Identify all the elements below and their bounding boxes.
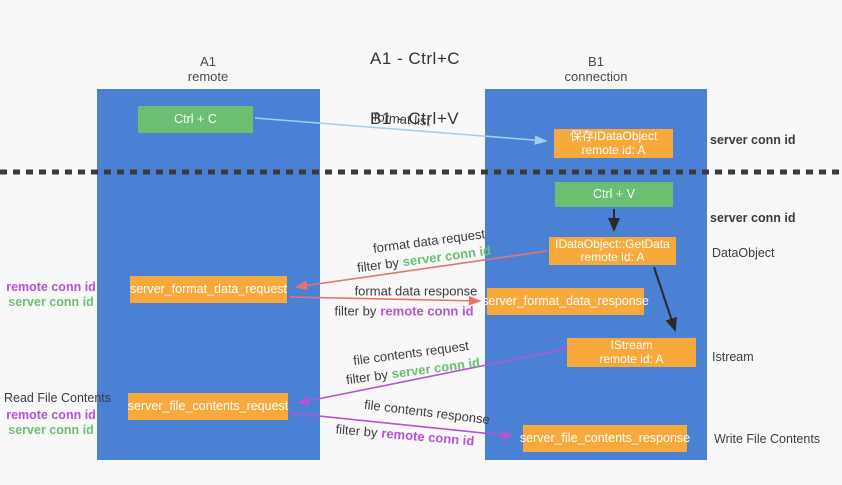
save-idataobject-line1: 保存IDataObject xyxy=(569,129,658,143)
write-file-contents-label: Write File Contents xyxy=(714,432,821,446)
remote-conn-id-text: remote conn id xyxy=(380,303,474,319)
diagram-title: A1 - Ctrl+C B1 - Ctrl+V xyxy=(370,9,460,169)
getdata-line2: remote id: A xyxy=(580,250,645,264)
idataobject-getdata-node: IDataObject::GetData remote id: A xyxy=(549,237,676,265)
column-a1-id: A1 xyxy=(200,54,216,69)
server-format-data-request-label: server_format_data_request xyxy=(129,281,288,296)
column-a1-subtitle: remote xyxy=(187,69,229,84)
file-request-conn-ids: remote conn id server conn id xyxy=(6,408,96,438)
server-conn-id-text: server conn id xyxy=(8,423,94,437)
column-header-b1: B1 connection xyxy=(526,54,666,84)
server-file-contents-request-label: server_file_contents_request xyxy=(127,398,289,413)
server-format-data-response-node: server_format_data_response xyxy=(482,288,649,315)
save-idataobject-node: 保存IDataObject remote id: A xyxy=(554,129,673,158)
ctrl-v-node: Ctrl + V xyxy=(555,182,673,207)
istream-line1: IStream xyxy=(610,338,653,352)
format-data-response-label: format data response xyxy=(354,283,478,299)
filter-by-text: filter by xyxy=(335,421,379,441)
column-b1-id: B1 xyxy=(588,54,604,69)
server-file-contents-request-node: server_file_contents_request xyxy=(128,393,288,420)
file-contents-response-label: file contents response xyxy=(363,396,491,428)
server-conn-id-mid-label: server conn id xyxy=(710,211,796,225)
istream-node: IStream remote id: A xyxy=(567,338,696,367)
ctrl-c-label: Ctrl + C xyxy=(174,111,217,126)
filter-by-text: filter by xyxy=(334,303,377,319)
column-header-a1: A1 remote xyxy=(138,54,278,84)
ctrl-v-label: Ctrl + V xyxy=(592,186,636,201)
server-file-contents-response-node: server_file_contents_response xyxy=(519,425,691,452)
column-b1-subtitle: connection xyxy=(564,69,628,84)
dataobject-label: DataObject xyxy=(712,246,775,260)
remote-conn-id-text: remote conn id xyxy=(6,408,96,422)
server-conn-id-text: server conn id xyxy=(8,295,94,309)
save-idataobject-line2: remote id: A xyxy=(581,142,646,157)
ctrl-c-node: Ctrl + C xyxy=(138,106,253,133)
getdata-line1: IDataObject::GetData xyxy=(555,236,670,251)
format-request-conn-ids: remote conn id server conn id xyxy=(6,280,96,310)
server-file-contents-response-label: server_file_contents_response xyxy=(519,430,691,445)
remote-conn-id-text: remote conn id xyxy=(6,280,96,294)
istream-line2: remote id: A xyxy=(599,351,664,366)
filter-by-text: filter by xyxy=(345,366,389,388)
remote-conn-id-text: remote conn id xyxy=(380,425,475,449)
read-file-contents-label: Read File Contents xyxy=(4,391,112,405)
server-format-data-response-label: server_format_data_response xyxy=(482,293,649,308)
server-conn-id-top-label: server conn id xyxy=(710,133,796,147)
filter-by-text: filter by xyxy=(356,254,400,276)
server-format-data-request-node: server_format_data_request xyxy=(130,276,287,303)
istream-side-label: Istream xyxy=(712,350,754,364)
title-line-1: A1 - Ctrl+C xyxy=(370,49,461,68)
